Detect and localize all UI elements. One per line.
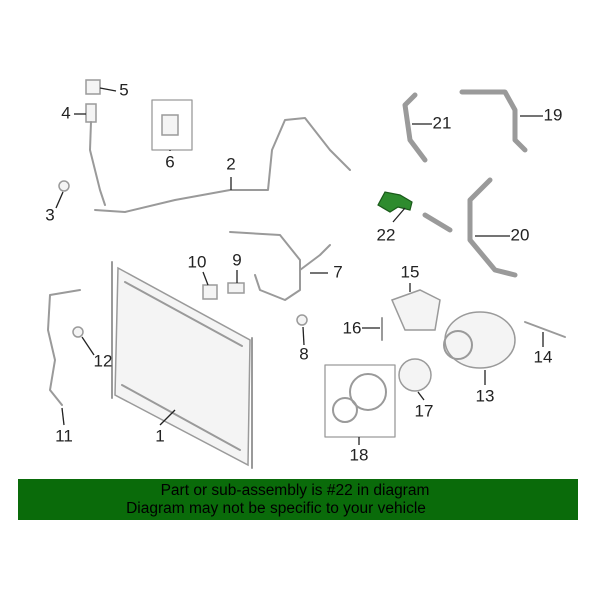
part-12-oring[interactable] bbox=[72, 326, 84, 338]
part-9-fitting[interactable] bbox=[227, 282, 245, 294]
part-19-hose[interactable] bbox=[459, 89, 528, 153]
callout-14[interactable]: 14 bbox=[534, 347, 553, 366]
callout-22[interactable]: 22 bbox=[377, 225, 396, 244]
part-11-line[interactable] bbox=[47, 289, 81, 406]
part-22-hose-highlighted[interactable] bbox=[377, 191, 413, 213]
callout-6[interactable]: 6 bbox=[165, 152, 174, 171]
part-6-valve[interactable] bbox=[151, 99, 193, 151]
part-10-fitting[interactable] bbox=[202, 284, 218, 300]
callout-4[interactable]: 4 bbox=[61, 103, 70, 122]
part-3-washer[interactable] bbox=[58, 180, 70, 192]
part-7-hose[interactable] bbox=[229, 231, 331, 301]
part-5-switch[interactable] bbox=[85, 79, 101, 95]
callout-2[interactable]: 2 bbox=[226, 154, 235, 173]
part-8-oring[interactable] bbox=[296, 314, 308, 326]
callout-7[interactable]: 7 bbox=[333, 262, 342, 281]
callout-19[interactable]: 19 bbox=[544, 105, 563, 124]
part-15-bracket[interactable] bbox=[390, 289, 441, 331]
callout-15[interactable]: 15 bbox=[401, 262, 420, 281]
callout-13[interactable]: 13 bbox=[476, 386, 495, 405]
part-2-hose[interactable] bbox=[94, 117, 351, 213]
callout-9[interactable]: 9 bbox=[232, 250, 241, 269]
part-21-hose[interactable] bbox=[402, 92, 428, 163]
callout-1[interactable]: 1 bbox=[155, 426, 164, 445]
callout-20[interactable]: 20 bbox=[511, 225, 530, 244]
callout-3[interactable]: 3 bbox=[45, 205, 54, 224]
callout-16[interactable]: 16 bbox=[343, 318, 362, 337]
callout-18[interactable]: 18 bbox=[350, 445, 369, 464]
part-20-hose[interactable] bbox=[422, 177, 518, 278]
part-17-coil[interactable] bbox=[398, 358, 432, 392]
callout-21[interactable]: 21 bbox=[433, 113, 452, 132]
banner-line-2: Diagram may not be specific to your vehi… bbox=[126, 500, 426, 517]
callout-11[interactable]: 11 bbox=[55, 426, 73, 445]
banner-line-1: Part or sub-assembly is #22 in diagram bbox=[160, 482, 430, 499]
notice-banner: Part or sub-assembly is #22 in diagram D… bbox=[18, 479, 578, 520]
callout-8[interactable]: 8 bbox=[299, 344, 308, 363]
callout-17[interactable]: 17 bbox=[415, 401, 434, 420]
part-14-bolt[interactable] bbox=[524, 321, 566, 338]
callout-5[interactable]: 5 bbox=[119, 80, 128, 99]
part-18-clutch[interactable] bbox=[324, 364, 396, 438]
callout-10[interactable]: 10 bbox=[188, 252, 207, 271]
part-1-condenser[interactable] bbox=[111, 261, 253, 469]
part-13-compressor[interactable] bbox=[443, 311, 516, 369]
callout-12[interactable]: 12 bbox=[94, 351, 113, 370]
part-4-sensor[interactable] bbox=[85, 103, 97, 123]
